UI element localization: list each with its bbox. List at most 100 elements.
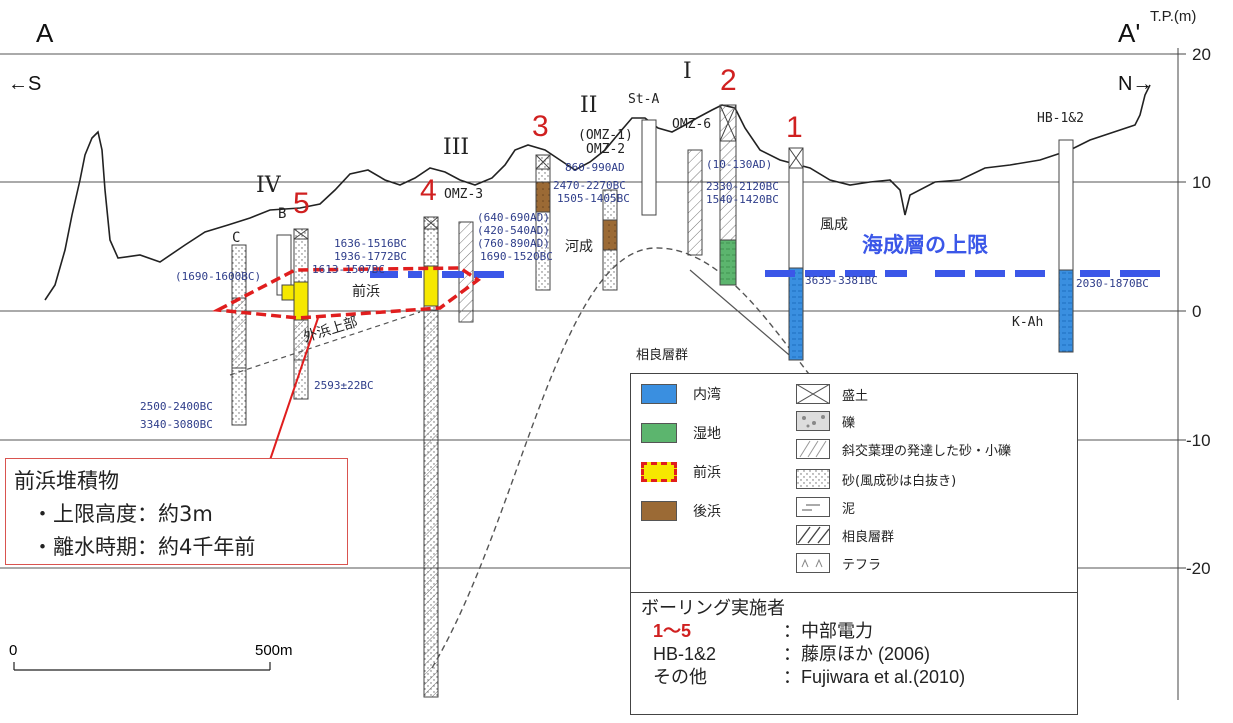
date-label: 1636-1516BC (334, 237, 407, 250)
gravel-icon (796, 411, 830, 431)
legend-item: 相良層群 (796, 525, 894, 545)
legend-item: 湿地 (641, 423, 721, 443)
operator-key: 1～5 (653, 621, 692, 641)
tick-label: 0 (1192, 302, 1201, 321)
date-label: 2330-2120BC (706, 180, 779, 193)
boring-st-a (641, 119, 657, 216)
boring-name: K-Ah (1012, 315, 1043, 330)
date-label: 1613-1507BC (312, 263, 385, 276)
legend-label: 盛土 (842, 388, 869, 404)
boring-number: 5 (293, 187, 310, 220)
ground-surface-profile (44, 84, 1151, 301)
boring-columns (231, 104, 1074, 698)
legend-label: 相良層群 (842, 529, 895, 545)
shoreface-guide-line (229, 311, 421, 376)
fill-icon (796, 384, 830, 404)
scale-bar-start: 0 (9, 642, 17, 659)
date-label: 1936-1772BC (334, 250, 407, 263)
facies-label: 風成 (820, 217, 848, 233)
section-end-a: A (36, 18, 54, 48)
boring-omz-6 (687, 149, 703, 256)
date-label: (640-690AD) (477, 211, 550, 224)
legend-label: 前浜 (693, 465, 721, 481)
operator-value: ：中部電力 (783, 621, 873, 641)
scale-bar (13, 662, 271, 671)
legend-label: 泥 (842, 501, 856, 517)
legend-swatch (641, 384, 677, 404)
tick-label: 20 (1192, 45, 1211, 64)
mud-icon (796, 497, 830, 517)
foreshore-annotation-box: 前浜堆積物 ・上限高度：約3m ・離水時期：約4千年前 (5, 458, 348, 565)
boring-name: St-A (628, 92, 659, 107)
date-label: 2593±22BC (314, 379, 374, 392)
facies-label: 前浜 (352, 283, 380, 300)
boring-name: OMZ-6 (672, 117, 711, 132)
tick-label: -10 (1186, 431, 1211, 450)
legend-label: 斜交葉理の発達した砂・小礫 (842, 443, 1012, 459)
operator-key: その他 (653, 667, 707, 687)
legend-label: 礫 (842, 415, 856, 431)
boring-number: 3 (532, 110, 549, 143)
legend-item: テフラ (796, 553, 881, 573)
legend-swatch (641, 462, 677, 482)
date-label: (760-890AD) (477, 237, 550, 250)
boring-operator-row: その他 ：Fujiwara et al.(2010) (631, 666, 1077, 689)
stage-label: IV (256, 173, 282, 198)
date-label: 3635-3381BC (805, 274, 878, 287)
boring-number: 4 (420, 174, 437, 207)
date-label: 1505-1405BC (557, 192, 630, 205)
legend-swatch (641, 501, 677, 521)
marine-limit-line (370, 270, 1160, 278)
legend-item: 礫 (796, 411, 855, 431)
legend-item: 後浜 (641, 501, 721, 521)
operator-value: ：Fujiwara et al.(2010) (783, 667, 966, 687)
legend-label: 砂(風成砂は白抜き) (842, 473, 957, 489)
elevation-axis (1170, 48, 1186, 700)
legend-item: 泥 (796, 497, 855, 517)
date-label: (10-130AD) (706, 158, 772, 171)
bedrock-dip-line (689, 269, 796, 361)
direction-north: N→ (1118, 73, 1152, 95)
date-label: 2030-1870BC (1076, 277, 1149, 290)
date-label: 2470-2270BC (553, 179, 626, 192)
boring-number: 1 (786, 111, 803, 144)
annotation-line: ・上限高度：約3m (32, 502, 213, 526)
scale-bar-end: 500m (255, 642, 293, 659)
direction-south: ←S (8, 73, 41, 95)
marine-limit-label: 海成層の上限 (862, 233, 988, 257)
legend-label: 後浜 (693, 504, 721, 520)
annotation-line: ・離水時期：約4千年前 (32, 535, 256, 559)
annotation-title: 前浜堆積物 (14, 469, 119, 493)
tick-label: -20 (1186, 559, 1211, 578)
sand-icon (796, 469, 830, 489)
date-label: (420-540AD) (477, 224, 550, 237)
cross-bedded-icon (796, 439, 830, 459)
foreshore-outline (211, 266, 482, 320)
facies-label: 相良層群 (636, 347, 688, 363)
stage-label: I (683, 59, 692, 84)
stage-label: II (580, 93, 597, 118)
boring-number: 2 (720, 64, 737, 97)
boring-operators-title: ボーリング実施者 (641, 598, 785, 618)
stage-label: III (443, 135, 469, 160)
boring-name: OMZ-2 (586, 142, 625, 157)
boring-name: OMZ-3 (444, 187, 483, 202)
tephra-icon (796, 553, 830, 573)
legend-label: 湿地 (693, 426, 721, 442)
date-label: 2500-2400BC (140, 400, 213, 413)
date-label: 1540-1420BC (706, 193, 779, 206)
facies-label: 外浜上部 (301, 314, 359, 346)
boring-name: C (232, 230, 240, 246)
legend-label: テフラ (842, 557, 882, 573)
boring-operators: ボーリング実施者 1～5 ：中部電力 HB-1&2 ：藤原ほか (2006) そ… (631, 592, 1077, 689)
boring-operator-row: 1～5 ：中部電力 (631, 620, 1077, 643)
annotation-pointer (269, 317, 319, 461)
legend: 内湾 湿地 前浜 後浜 盛土 礫 斜交葉理の発達した砂・小礫 砂(風成砂は白抜き… (630, 373, 1078, 715)
date-label: (1690-1600BC) (175, 270, 261, 283)
boring-operator-row: HB-1&2 ：藤原ほか (2006) (631, 643, 1077, 666)
operator-key: HB-1&2 (653, 644, 717, 664)
legend-item: 前浜 (641, 462, 721, 482)
tick-label: 10 (1192, 173, 1211, 192)
legend-item: 斜交葉理の発達した砂・小礫 (796, 439, 1011, 459)
